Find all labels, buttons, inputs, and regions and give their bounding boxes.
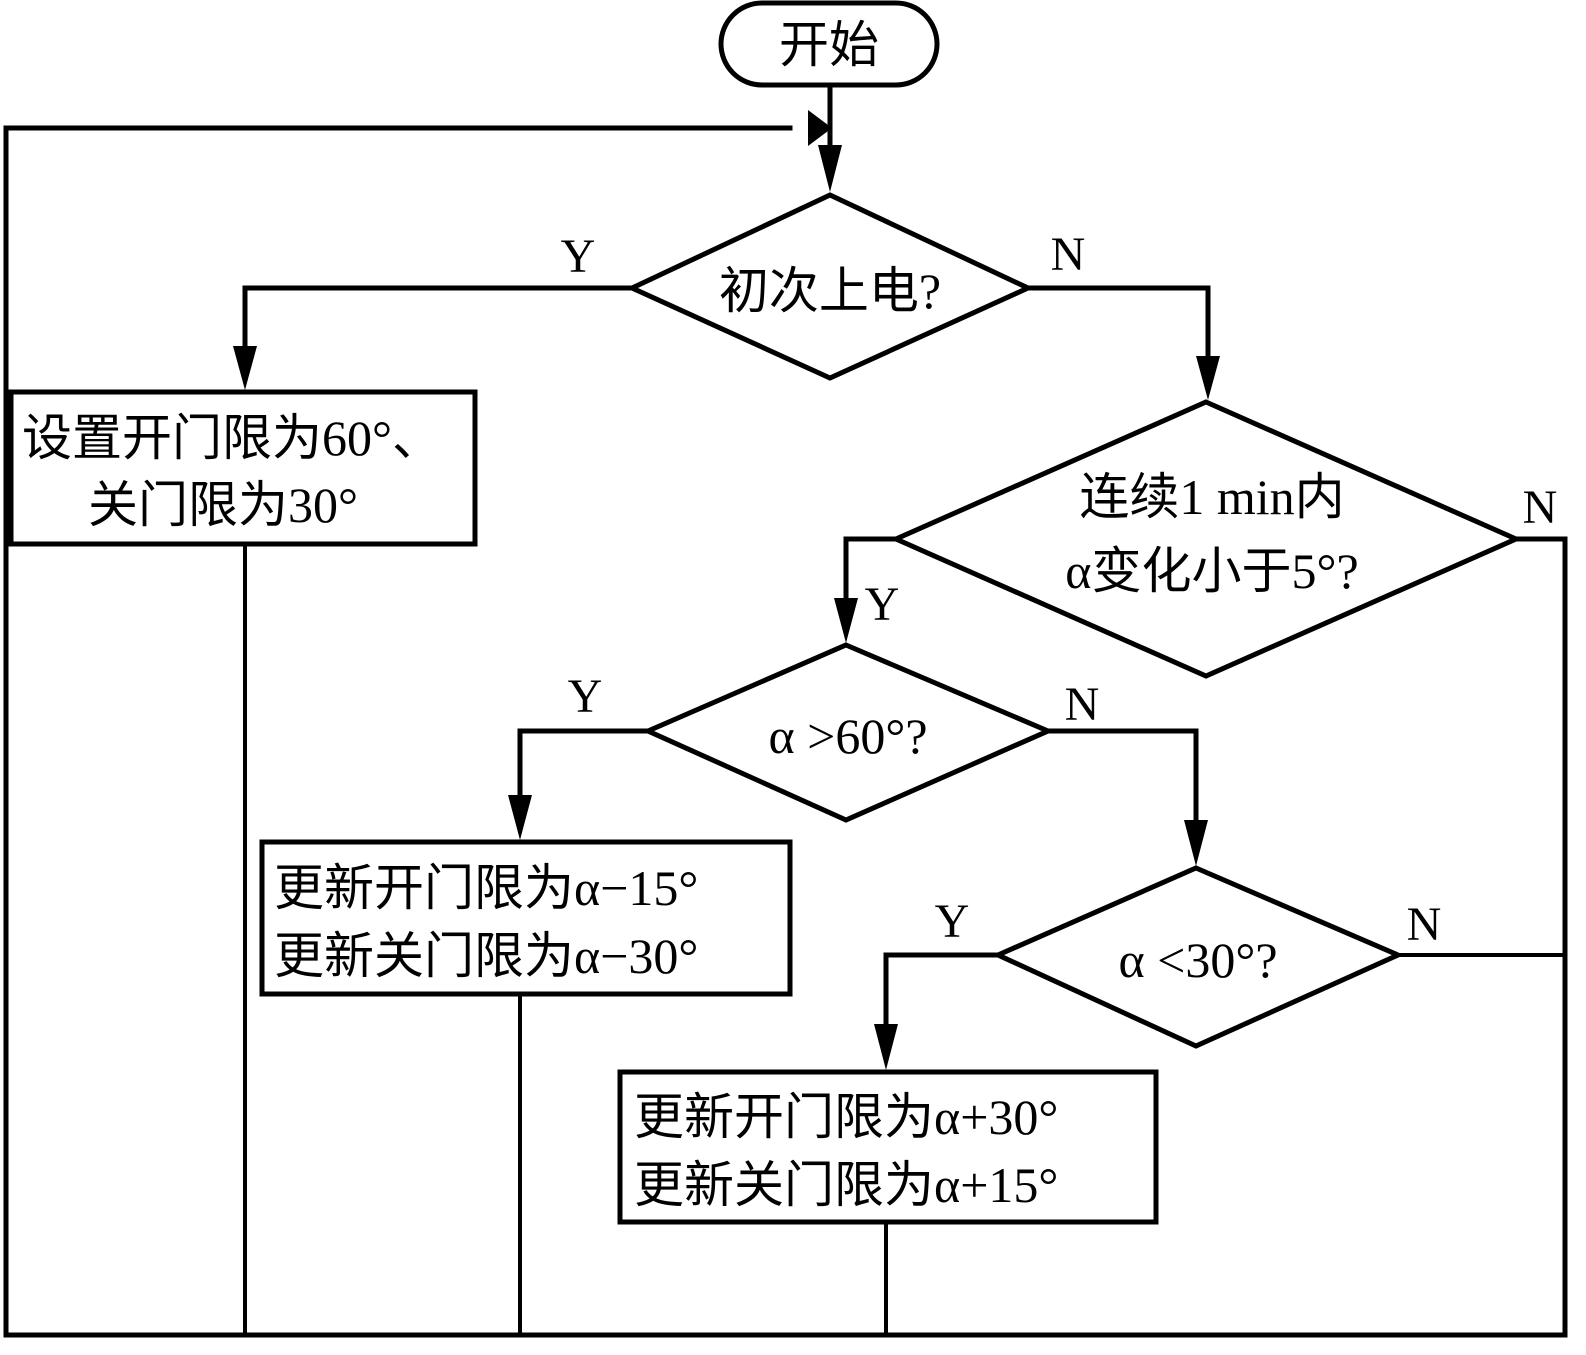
decision-gt60	[641, 642, 1055, 823]
decision-lt30-label: α <30°?	[1118, 932, 1277, 988]
process-init-limits	[8, 389, 478, 547]
decision-stable-check-line-1: 连续1 min内	[1079, 469, 1344, 525]
branch-label-no: N	[1407, 898, 1442, 951]
decision-stable-check	[889, 399, 1523, 679]
edge-loop-back-left	[3, 125, 793, 1338]
branch-label-yes: Y	[865, 578, 900, 631]
process-update-high-line-2: 更新关门限为α−30°	[274, 928, 698, 984]
branch-label-no: N	[1523, 481, 1558, 534]
start-terminator	[718, 0, 940, 88]
branch-label-yes: Y	[568, 670, 603, 723]
edge-first-power-on-no	[1025, 285, 1211, 365]
arrowhead-loop-back	[808, 110, 832, 146]
edge-lt30-yes	[883, 952, 1001, 1033]
process-update-low	[617, 1069, 1159, 1225]
edge-stable-check-yes	[843, 536, 899, 608]
process-update-low-line-1: 更新开门限为α+30°	[634, 1089, 1058, 1145]
decision-first-power-on	[626, 192, 1034, 381]
arrowhead-to-update-high	[508, 795, 532, 840]
arrowhead-to-stable-check	[1196, 356, 1220, 400]
start-label: 开始	[779, 17, 879, 73]
process-init-limits-line-1: 设置开门限为60°、	[22, 410, 442, 466]
arrowhead-to-init-limits	[233, 346, 257, 390]
edge-gt60-no	[1045, 728, 1199, 831]
branch-label-no: N	[1051, 228, 1086, 281]
decision-stable-check-line-2: α变化小于5°?	[1065, 543, 1358, 599]
process-update-high-line-1: 更新开门限为α−15°	[274, 860, 698, 916]
arrowhead-to-gt60	[834, 598, 858, 643]
branch-label-yes: Y	[935, 895, 970, 948]
decision-first-power-on-label: 初次上电?	[719, 263, 941, 319]
branch-label-no: N	[1065, 678, 1100, 731]
edge-stable-check-no	[1513, 536, 1568, 1338]
process-init-limits-line-2: 关门限为30°	[88, 477, 358, 533]
arrowhead-to-first-power-on	[818, 145, 842, 192]
process-update-high	[259, 839, 793, 997]
decision-gt60-label: α >60°?	[768, 708, 927, 764]
arrowhead-to-update-low	[874, 1024, 898, 1070]
edge-gt60-yes	[517, 728, 651, 803]
decision-lt30	[991, 865, 1405, 1049]
process-update-low-line-2: 更新关门限为α+15°	[634, 1157, 1058, 1213]
arrowhead-to-lt30	[1184, 820, 1208, 866]
edge-first-power-on-yes	[242, 285, 635, 355]
branch-label-yes: Y	[561, 230, 596, 283]
